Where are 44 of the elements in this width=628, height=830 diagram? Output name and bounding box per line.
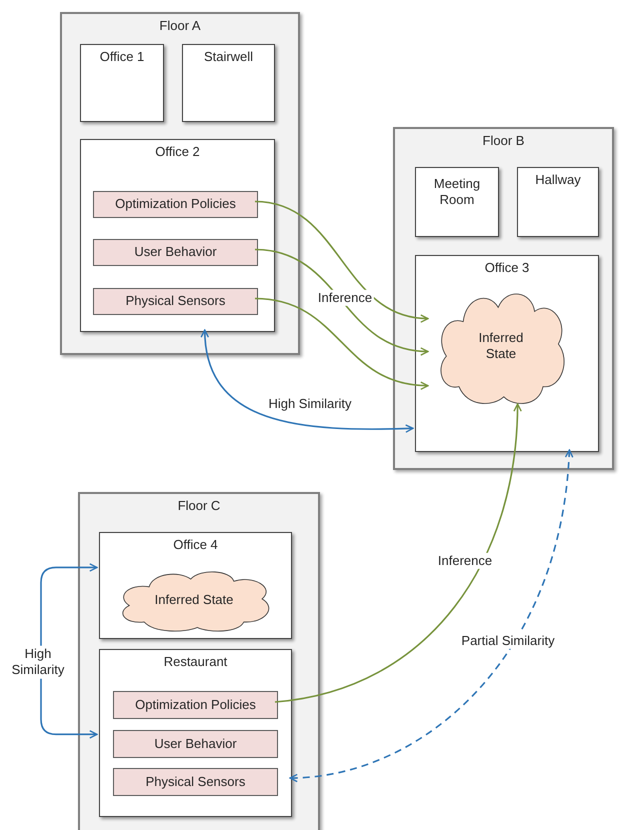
room-title: Office 4 [173,537,218,554]
floor-title: Floor B [482,133,524,150]
arrow [40,563,98,739]
attribute-label: Physical Sensors [146,774,246,790]
attribute-box [93,191,258,218]
arrow [201,329,414,433]
room-box [415,255,599,452]
floor-panel [393,127,614,470]
attribute-box [113,691,278,719]
floor-title: Floor C [178,498,220,514]
floor-panel [78,492,320,830]
room-box [99,649,292,817]
attribute-box [113,730,278,758]
arrow [274,403,522,703]
attribute-label: Physical Sensors [126,293,226,310]
room-title: Office 3 [484,260,530,276]
room-box [80,139,275,332]
attribute-box [113,768,278,796]
room-title: Meeting Room [432,176,482,208]
attribute-box [93,239,258,266]
arrow [254,298,429,390]
room-box [182,44,275,122]
state-label: Inferred State [478,330,524,362]
arrow [254,248,429,356]
room-title: Stairwell [204,49,254,66]
room-box [517,167,599,237]
room-title: Restaurant [164,654,228,670]
room-box [99,532,292,639]
attribute-label: User Behavior [154,736,237,752]
room-title: Office 1 [100,49,144,66]
arrow [254,200,429,322]
attribute-label: Optimization Policies [135,696,256,714]
floor-title: Floor A [159,18,201,34]
edge-label: Partial Similarity [459,632,557,650]
floor-panel [60,12,300,355]
attribute-label: User Behavior [134,244,217,261]
state-label: Inferred State [154,592,234,608]
room-title: Hallway [535,172,581,188]
room-box [80,44,164,122]
attribute-box [93,288,258,315]
room-box [415,167,499,237]
room-title: Office 2 [155,144,200,160]
arrow [289,449,573,782]
attribute-label: Optimization Policies [115,196,236,213]
